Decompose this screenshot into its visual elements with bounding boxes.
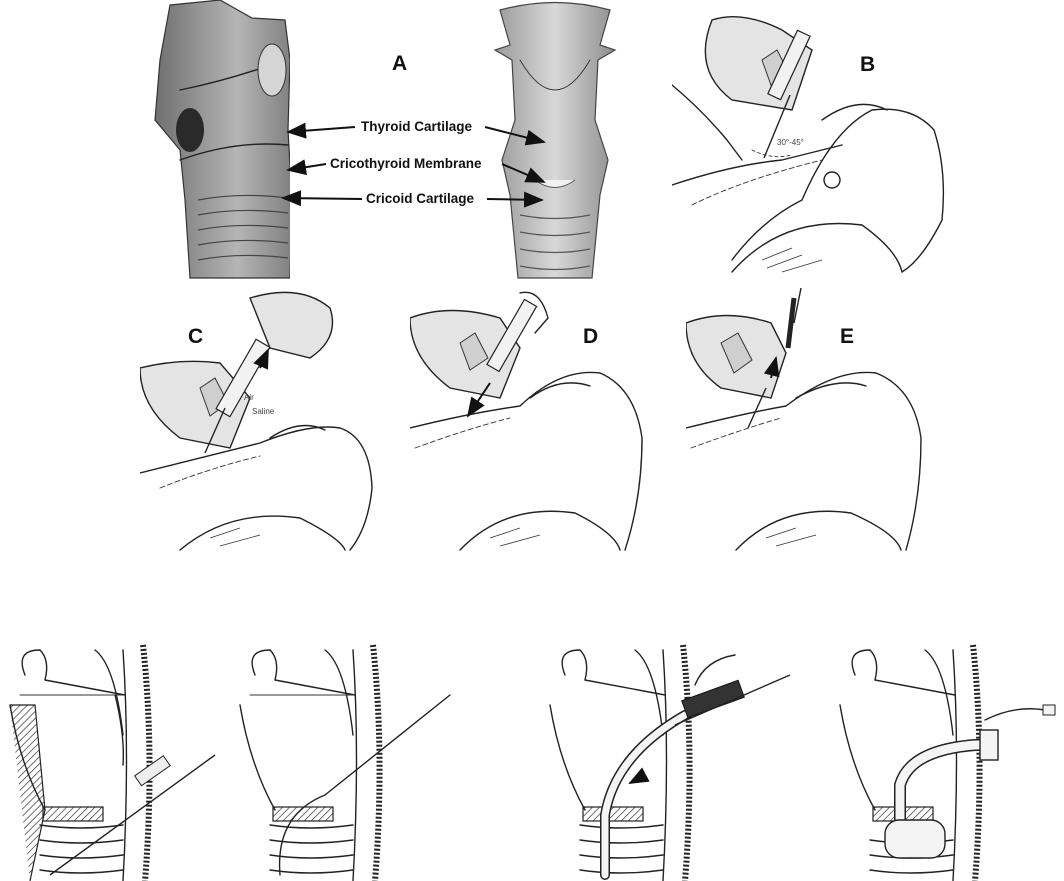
arrow-cricothyroid-left <box>288 164 326 170</box>
syringe-removal-illustration <box>686 288 936 553</box>
seldinger-step-2 <box>235 635 460 881</box>
needle-insertion-illustration: 30°-45° <box>672 10 952 275</box>
catheter-advance-illustration <box>410 288 650 553</box>
larynx-side-view <box>140 0 290 280</box>
arrow-thyroid-left <box>288 127 355 132</box>
larynx-front-view <box>480 0 630 280</box>
panel-d: D <box>410 288 650 553</box>
seldinger-step-4 <box>835 635 1060 881</box>
saline-label: Saline <box>252 407 275 416</box>
angle-label: 30°-45° <box>777 138 804 147</box>
needle-into-trachea-section <box>5 635 230 881</box>
label-cricoid-cartilage: Cricoid Cartilage <box>366 191 474 206</box>
panel-a: A Thyroid Cartilage Cricothyroid Membran… <box>140 0 650 280</box>
panel-letter-e: E <box>840 325 854 349</box>
panel-letter-c: C <box>188 325 203 349</box>
seldinger-step-3 <box>545 635 795 881</box>
panel-e: E <box>686 288 936 553</box>
label-cricothyroid-membrane: Cricothyroid Membrane <box>330 156 482 171</box>
dilator-section <box>545 635 795 881</box>
seldinger-step-1 <box>5 635 230 881</box>
cuffed-tube-section <box>835 635 1060 881</box>
panel-letter-d: D <box>583 325 598 349</box>
arrow-cricoid-left <box>283 198 362 199</box>
panel-b: 30°-45° B <box>672 10 952 275</box>
aspiration-air-illustration: Air Saline <box>140 288 375 553</box>
panel-letter-a: A <box>392 52 407 76</box>
panel-c: Air Saline C <box>140 288 375 553</box>
guidewire-section <box>235 635 460 881</box>
air-label: Air <box>244 393 254 402</box>
panel-letter-b: B <box>860 53 875 77</box>
label-thyroid-cartilage: Thyroid Cartilage <box>361 119 472 134</box>
